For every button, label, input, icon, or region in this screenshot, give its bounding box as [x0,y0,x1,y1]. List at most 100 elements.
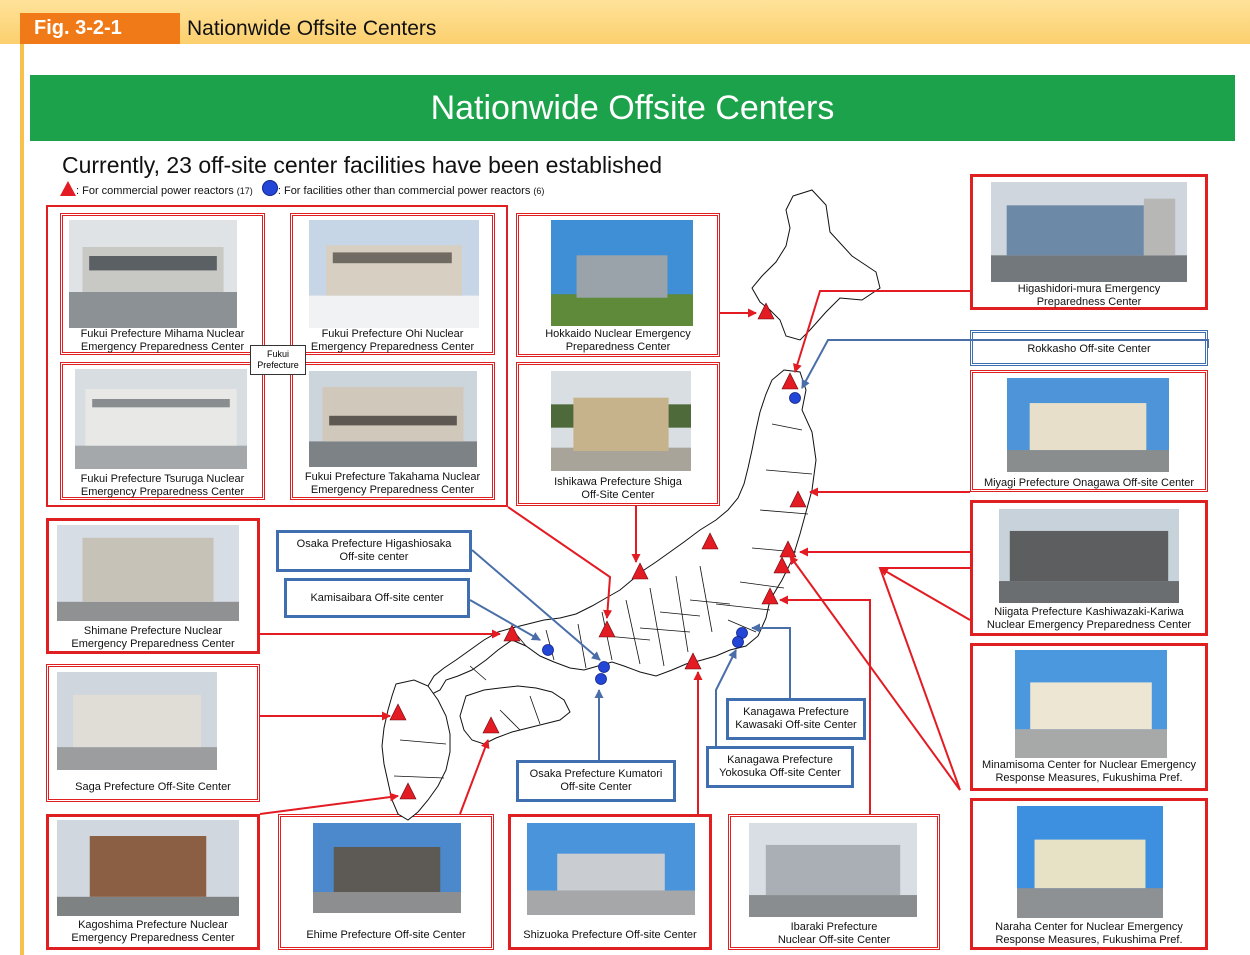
photo-onagawa [1007,378,1169,472]
label-hokkaido-2: Preparedness Center [565,341,671,353]
reactor-marker [684,652,702,670]
pointer-arrow [469,599,541,641]
card-onagawa[interactable]: Miyagi Prefecture Onagawa Off-site Cente… [970,370,1208,492]
label-tsuruga-1: Fukui Prefecture Tsuruga Nuclear [80,473,245,485]
label-kashiwazaki-2: Nuclear Emergency Preparedness Center [986,619,1192,631]
reactor-marker [773,556,791,574]
label-shimane-2: Emergency Preparedness Center [71,638,235,650]
label-ohi-2: Emergency Preparedness Center [310,341,475,353]
label-shimane-1: Shimane Prefecture Nuclear [83,625,223,637]
pointer-arrow [507,506,613,619]
label-kumatori-2: Off-site Center [560,781,632,793]
pointer-arrow [879,567,971,621]
circle-marker-icon [261,180,278,196]
label-higashidori-1: Higashidori-mura Emergency [1017,283,1161,295]
photo-saga [57,672,217,770]
reactor-marker [482,716,500,734]
legend-circle-text: : For facilities other than commercial p… [277,185,531,197]
fukui-group-box [46,205,508,507]
label-naraha-1: Naraha Center for Nuclear Emergency [995,921,1183,933]
reactor-marker [761,587,779,605]
legend-triangle-count: (17) [236,186,253,196]
fukui-tag-line2: Prefecture [257,360,299,370]
legend-triangle-text: : For commercial power reactors [76,185,234,197]
reactor-marker [781,372,799,390]
card-shizuoka[interactable]: Shizuoka Prefecture Off-site Center [508,814,712,950]
label-ehime-1: Ehime Prefecture Off-site Center [306,929,466,941]
subtitle: Currently, 23 off-site center facilities… [62,152,663,178]
label-naraha-2: Response Measures, Fukushima Pref. [995,934,1183,946]
label-hokkaido-1: Hokkaido Nuclear Emergency [545,328,691,340]
photo-tsuruga [75,369,247,469]
label-rokkasho-1: Rokkasho Off-site Center [1027,343,1151,355]
pointer-arrow [471,549,601,661]
photo-kagoshima [57,820,239,916]
facility-marker [789,392,801,404]
label-mihama-1: Fukui Prefecture Mihama Nuclear [80,328,245,340]
photo-shiga [551,371,691,471]
card-saga[interactable]: Saga Prefecture Off-Site Center [46,664,260,802]
label-kashiwazaki-1: Niigata Prefecture Kashiwazaki-Kariwa [994,606,1184,618]
card-ehime[interactable]: Ehime Prefecture Off-site Center [278,814,494,950]
label-minamisoma-1: Minamisoma Center for Nuclear Emergency [982,759,1196,771]
label-ibaraki-2: Nuclear Off-site Center [777,934,891,946]
figure-title: Nationwide Offsite Centers [187,17,437,40]
facility-marker [542,644,554,656]
facility-marker [595,673,607,685]
label-shiga-2: Off-Site Center [581,489,655,501]
label-kamisaibara-1: Kamisaibara Off-site center [310,591,444,604]
callout-kamisaibara[interactable]: Kamisaibara Off-site center [284,578,470,618]
label-takahama-2: Emergency Preparedness Center [310,484,475,496]
photo-higashidori [991,182,1187,282]
photo-shimane [57,525,239,621]
photo-takahama [309,371,477,467]
figure-header-bar [0,0,1250,44]
reactor-marker [757,302,775,320]
reactor-marker [503,624,521,642]
label-higashidori-2: Preparedness Center [1036,296,1142,308]
card-rokkasho[interactable]: Rokkasho Off-site Center [970,330,1208,366]
label-onagawa-1: Miyagi Prefecture Onagawa Off-site Cente… [983,477,1195,489]
banner-title: Nationwide Offsite Centers [30,75,1235,141]
legend: : For commercial power reactors (17) : F… [60,180,544,202]
facility-marker [598,661,610,673]
reactor-marker [701,532,719,550]
label-higashiosaka-2: Off-site center [339,551,409,563]
facility-marker [732,636,744,648]
label-kawasaki-2: Kawasaki Off-site Center [735,719,857,731]
label-minamisoma-2: Response Measures, Fukushima Pref. [995,772,1183,784]
photo-minamisoma [1015,650,1167,758]
label-kagoshima-2: Emergency Preparedness Center [71,932,235,944]
pointer-arrow [751,623,791,698]
label-saga-1: Saga Prefecture Off-Site Center [75,781,231,793]
photo-naraha [1017,806,1163,918]
photo-mihama [69,220,237,328]
reactor-marker [631,562,649,580]
reactor-marker [399,782,417,800]
pointer-arrow [793,290,970,373]
figure-number: Fig. 3-2-1 [20,13,180,44]
label-kawasaki-1: Kanagawa Prefecture [743,706,849,718]
facility-marker [736,627,748,639]
legend-circle-count: (6) [533,186,545,196]
photo-shizuoka [527,823,695,915]
map-hokkaido [751,189,881,341]
